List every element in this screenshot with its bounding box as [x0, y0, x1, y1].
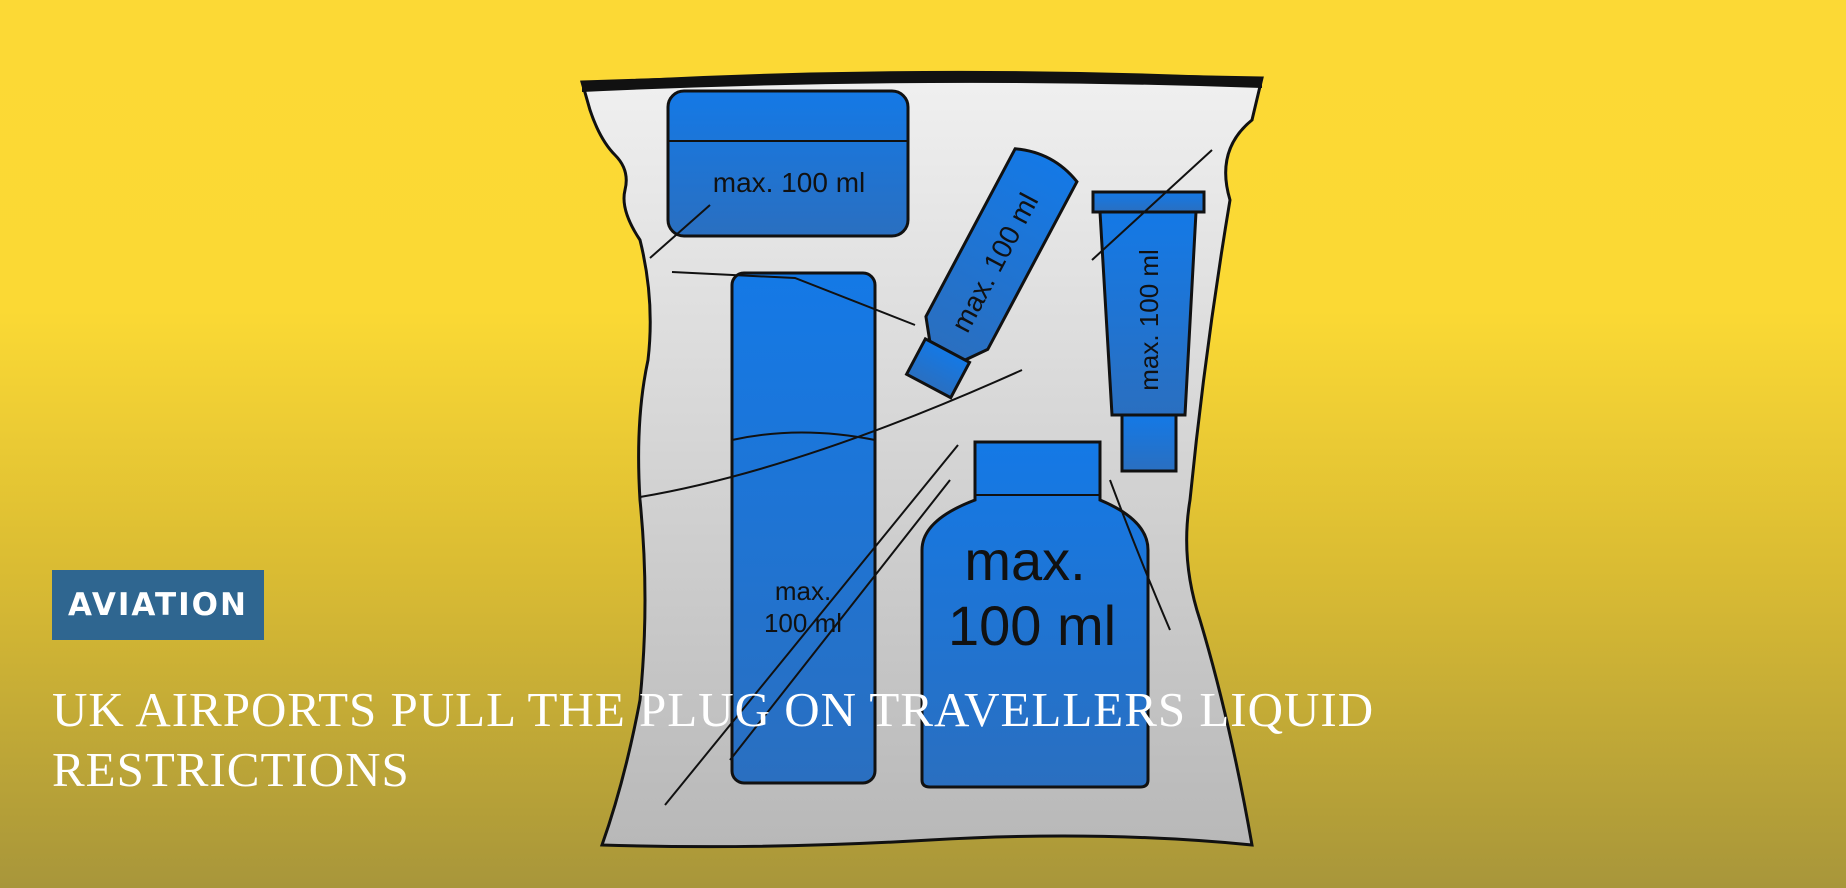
jar	[666, 89, 910, 238]
tall-bottle	[730, 271, 877, 785]
tube-label: max. 100 ml	[1134, 249, 1164, 391]
big-bottle-label-2: 100 ml	[948, 594, 1116, 657]
tall-bottle-label-1: max.	[775, 576, 831, 606]
jar-label: max. 100 ml	[713, 167, 866, 198]
category-badge[interactable]: AVIATION	[52, 570, 264, 640]
bag-creases	[639, 149, 1213, 806]
headline[interactable]: UK AIRPORTS PULL THE PLUG ON TRAVELLERS …	[52, 682, 1375, 797]
big-bottle-label-1: max.	[964, 529, 1085, 592]
big-bottle: max. 100 ml	[920, 440, 1150, 789]
tube: max. 100 ml	[1091, 190, 1206, 473]
bag-zip	[582, 70, 1262, 92]
tilted-bottle: max. 100 ml	[904, 147, 1079, 400]
